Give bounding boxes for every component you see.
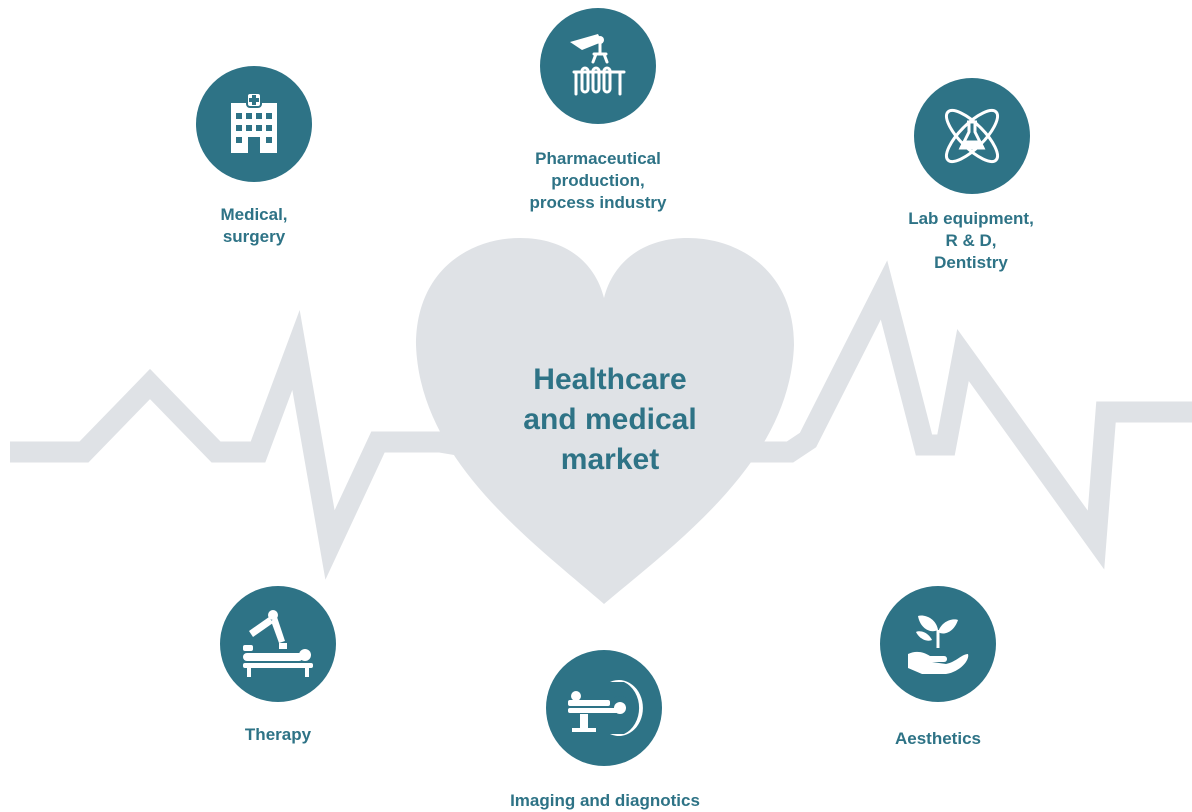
heart-shape — [416, 238, 794, 604]
segment-label-line: Dentistry — [934, 253, 1008, 272]
segment-label: Lab equipment, R & D, Dentistry — [856, 208, 1086, 274]
segment-label-line: production, — [551, 171, 645, 190]
segment-label: Therapy — [218, 724, 338, 746]
segment-label-line: Medical, — [220, 205, 288, 224]
segment-label-line: Imaging and diagnotics — [510, 791, 700, 810]
segment-label-line: Aesthetics — [895, 729, 981, 748]
robotic-arm-test-tubes-icon — [540, 8, 656, 124]
hospital-icon — [196, 66, 312, 182]
segment-label: Imaging and diagnotics — [440, 790, 770, 812]
segment-label: Medical, surgery — [196, 204, 312, 248]
segment-label-line: Pharmaceutical — [535, 149, 661, 168]
segment-label-line: surgery — [222, 227, 286, 246]
robot-massage-therapy-icon — [220, 586, 336, 702]
segment-label-line: Therapy — [244, 725, 312, 744]
center-title-line: Healthcare — [533, 363, 687, 396]
mri-scanner-icon — [546, 650, 662, 766]
hand-plant-icon — [880, 586, 996, 702]
segment-label: Pharmaceutical production, process indus… — [498, 148, 698, 214]
segment-label: Aesthetics — [876, 728, 1000, 750]
center-title-line: and medical — [523, 403, 697, 436]
segment-label-line: R & D, — [945, 231, 997, 250]
center-title: Healthcare and medical market — [460, 360, 760, 480]
atom-flask-icon — [914, 78, 1030, 194]
center-title-line: market — [560, 443, 660, 476]
segment-label-line: Lab equipment, — [908, 209, 1034, 228]
segment-label-line: process industry — [529, 193, 667, 212]
